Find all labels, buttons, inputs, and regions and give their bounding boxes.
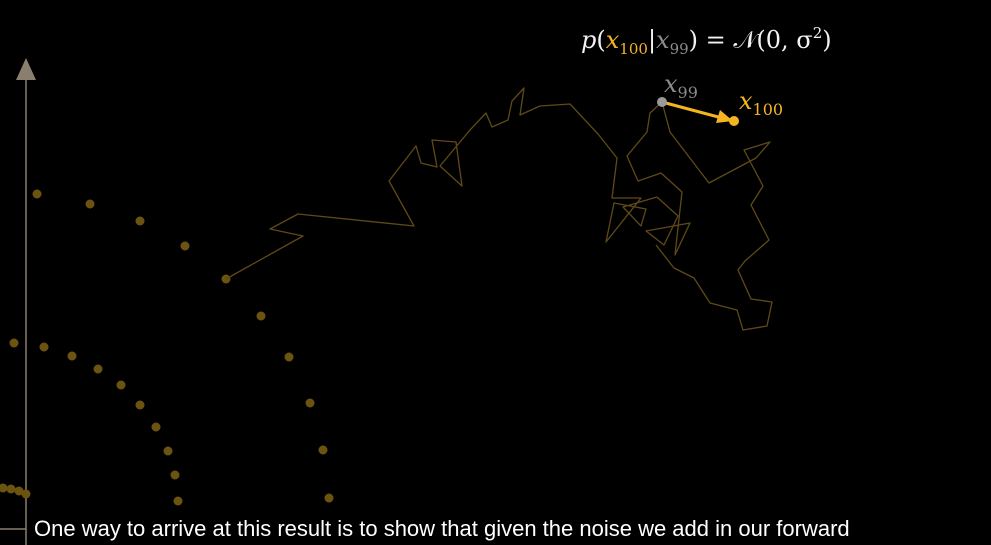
sample-dot [32, 189, 42, 199]
prev-point-label: x99 [664, 70, 698, 102]
current-point-label: x100 [739, 87, 784, 119]
sample-dot [163, 446, 173, 456]
sample-dot [135, 216, 145, 226]
sample-dot [116, 380, 126, 390]
step-arrow [661, 100, 733, 123]
current-point [729, 116, 739, 126]
sample-dot [21, 489, 31, 499]
eq-prev-var: x99 [656, 26, 689, 58]
sample-dot [256, 311, 266, 321]
caption-subtitle: One way to arrive at this result is to s… [34, 516, 850, 541]
sample-dot [151, 422, 161, 432]
sample-dot [284, 352, 294, 362]
eq-p: p [581, 26, 597, 54]
sample-dot [85, 199, 95, 209]
transition-equation: p(x100|x99) = 𝒩(0, σ2) [581, 24, 832, 58]
sample-dot [39, 342, 49, 352]
sample-dot [173, 496, 183, 506]
sample-dots [0, 189, 334, 506]
sample-dot [67, 351, 77, 361]
sample-dot [6, 484, 16, 494]
sample-dot [305, 398, 315, 408]
sample-dot [324, 493, 334, 503]
sample-dot [14, 486, 24, 496]
sample-dot [170, 470, 180, 480]
eq-rhs-close: ) [822, 26, 832, 54]
vertical-axis [0, 58, 36, 545]
eq-current-var: x100 [605, 26, 648, 58]
sample-dot [0, 483, 8, 493]
prev-point [657, 97, 667, 107]
sample-dot [135, 400, 145, 410]
eq-rhs: = 𝒩(0, σ [705, 26, 813, 54]
sample-dot [180, 241, 190, 251]
sample-dot [318, 445, 328, 455]
axis-arrow-icon [16, 58, 36, 80]
sample-dot [9, 338, 19, 348]
random-walk-trail [225, 87, 773, 331]
arrowhead-icon [716, 110, 733, 123]
eq-rhs-exponent: 2 [812, 24, 823, 42]
sample-dot [93, 364, 103, 374]
